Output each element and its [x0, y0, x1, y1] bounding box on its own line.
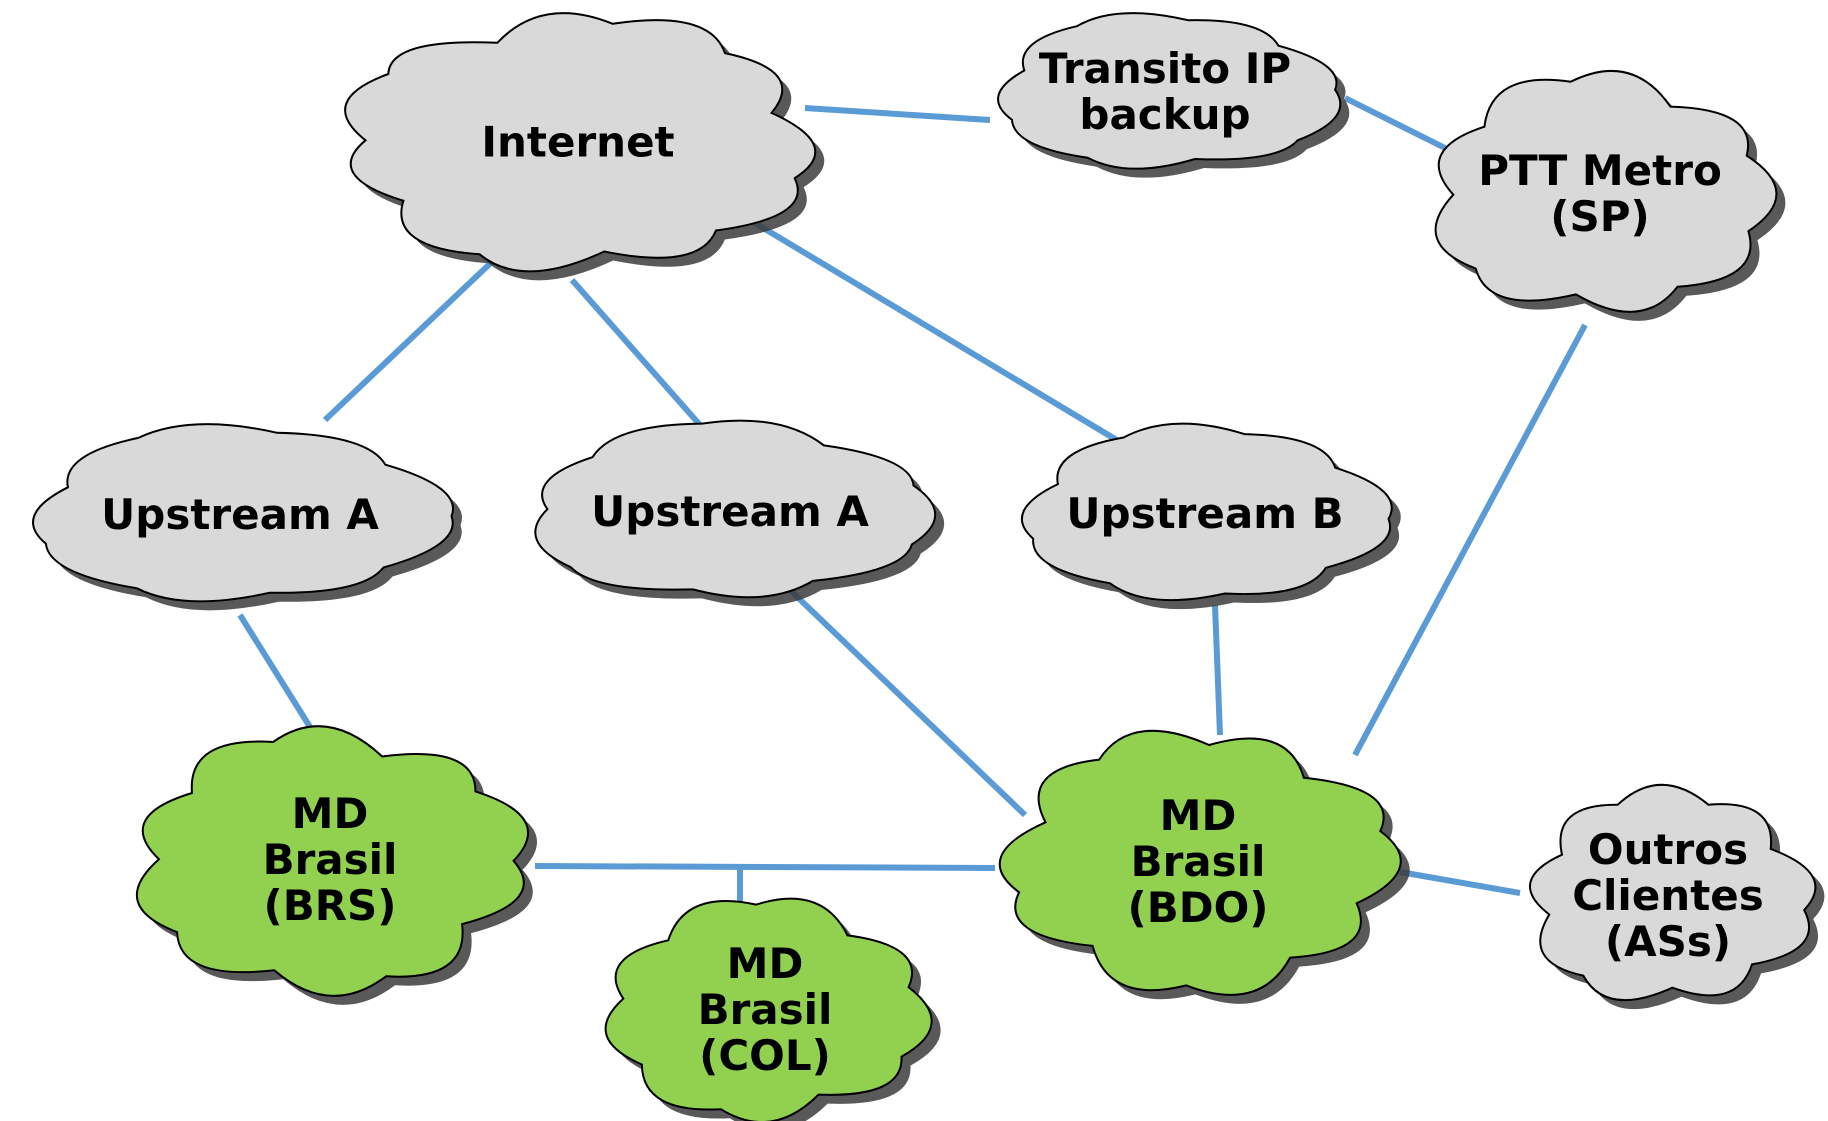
- cloud-label-md-col: Brasil: [698, 985, 833, 1034]
- cloud-label-internet: Internet: [481, 118, 674, 167]
- link-ptt-to-md-bdo: [1352, 323, 1588, 757]
- cloud-shape: [997, 12, 1342, 170]
- cloud-label-md-col: (COL): [699, 1031, 831, 1080]
- cloud-label-transito: backup: [1079, 90, 1250, 139]
- cloud-shape: [344, 12, 817, 273]
- link-upstream-a-1-to-md-brs: [237, 613, 318, 737]
- cloud-label-md-brs: (BRS): [264, 881, 397, 930]
- link-upstream-b-to-md-bdo: [1212, 604, 1223, 736]
- link-internet-to-transito: [804, 105, 991, 123]
- cloud-upstream-b: Upstream B: [1021, 422, 1401, 610]
- cloud-internet: Internet: [344, 12, 825, 281]
- cloud-shape: [135, 725, 530, 997]
- cloud-label-md-col: MD: [727, 939, 804, 988]
- links-layer: [237, 95, 1588, 920]
- cloud-upstream-a-2: Upstream A: [534, 419, 945, 607]
- cloud-label-outros: (ASs): [1605, 917, 1731, 966]
- cloud-shape: [604, 897, 933, 1121]
- link-upstream-a-2-to-md-bdo: [787, 587, 1028, 818]
- cloud-shape: [32, 423, 454, 603]
- link-md-bdo-to-outros: [1399, 869, 1521, 896]
- cloud-label-outros: Clientes: [1572, 871, 1764, 920]
- cloud-label-md-bdo: (BDO): [1128, 883, 1269, 932]
- link-internet-to-upstream-b: [748, 217, 1127, 448]
- cloud-label-md-brs: MD: [292, 789, 369, 838]
- cloud-shape: [1021, 422, 1393, 602]
- link-transito-to-ptt: [1343, 95, 1447, 151]
- cloud-upstream-a-1: Upstream A: [32, 423, 463, 611]
- cloud-label-outros: Outros: [1588, 825, 1748, 874]
- link-md-brs-to-md-bdo: [534, 863, 996, 871]
- cloud-shape: [534, 419, 937, 599]
- cloud-label-md-brs: Brasil: [263, 835, 398, 884]
- cloud-label-upstream-a-1: Upstream A: [101, 490, 379, 539]
- cloud-label-ptt: PTT Metro: [1478, 146, 1722, 195]
- cloud-ptt: PTT Metro(SP): [1434, 69, 1786, 321]
- cloud-label-upstream-a-2: Upstream A: [591, 487, 869, 536]
- cloud-shape: [1434, 69, 1778, 313]
- cloud-shape: [998, 729, 1402, 996]
- link-internet-to-upstream-a-1: [322, 254, 500, 423]
- cloud-shape: [1529, 784, 1817, 1002]
- link-internet-to-upstream-a-2: [569, 278, 703, 427]
- cloud-label-md-bdo: Brasil: [1131, 837, 1266, 886]
- cloud-label-upstream-b: Upstream B: [1066, 489, 1343, 538]
- cloud-label-md-bdo: MD: [1160, 791, 1237, 840]
- cloud-label-transito: Transito IP: [1039, 44, 1291, 93]
- cloud-label-ptt: (SP): [1550, 192, 1649, 241]
